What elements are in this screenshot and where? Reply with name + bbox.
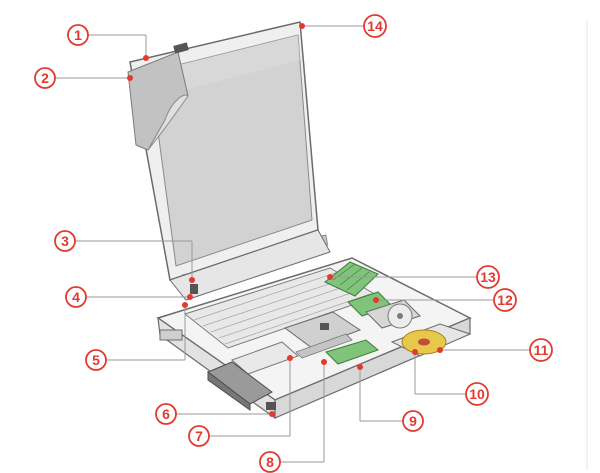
callout-2: 2 bbox=[34, 67, 56, 89]
battery bbox=[207, 361, 276, 411]
optical-drive bbox=[390, 323, 472, 357]
callout-13: 13 bbox=[476, 265, 500, 289]
module-stack bbox=[365, 299, 421, 329]
lid-latch bbox=[173, 42, 189, 54]
callout-3: 3 bbox=[54, 230, 76, 252]
film-curl bbox=[147, 94, 189, 151]
callout-8: 8 bbox=[259, 451, 281, 473]
callout-9-label: 9 bbox=[409, 413, 417, 429]
touchpad-center bbox=[320, 323, 329, 330]
callout-9: 9 bbox=[402, 410, 424, 432]
keyboard-rows bbox=[193, 271, 371, 345]
callout-8-label: 8 bbox=[266, 454, 274, 470]
anchor-dots bbox=[127, 23, 443, 417]
hinge-area bbox=[169, 229, 331, 301]
modem-card bbox=[325, 339, 379, 365]
callout-11: 11 bbox=[529, 338, 553, 362]
module-disc-hub bbox=[397, 313, 403, 319]
callout-2-label: 2 bbox=[41, 70, 49, 86]
callout-3-label: 3 bbox=[61, 233, 69, 249]
callout-13-label: 13 bbox=[480, 269, 496, 285]
callout-11-label: 11 bbox=[534, 342, 549, 358]
callout-5: 5 bbox=[85, 349, 107, 371]
laptop-lid bbox=[129, 21, 331, 301]
callout-10-label: 10 bbox=[469, 386, 485, 402]
callout-7: 7 bbox=[188, 425, 210, 447]
status-lights bbox=[190, 284, 198, 294]
callout-10: 10 bbox=[465, 382, 489, 406]
callout-4: 4 bbox=[65, 286, 87, 308]
callout-4-label: 4 bbox=[72, 289, 80, 305]
leader-lines bbox=[55, 25, 530, 463]
callout-1: 1 bbox=[67, 24, 89, 46]
callout-7-label: 7 bbox=[195, 428, 203, 444]
screen-glare bbox=[150, 35, 300, 98]
callout-6-label: 6 bbox=[162, 406, 170, 422]
callout-12: 12 bbox=[493, 288, 517, 312]
touchpad-buttons bbox=[295, 333, 353, 359]
callout-14-label: 14 bbox=[367, 18, 383, 34]
callout-12-label: 12 bbox=[497, 292, 513, 308]
callout-14: 14 bbox=[363, 14, 387, 38]
screen-film bbox=[127, 42, 189, 151]
battery-front bbox=[207, 370, 251, 411]
side-port bbox=[159, 329, 183, 341]
callout-6: 6 bbox=[155, 403, 177, 425]
callout-5-label: 5 bbox=[92, 352, 100, 368]
palmrest-panel bbox=[231, 341, 299, 375]
callout-1-label: 1 bbox=[74, 27, 82, 43]
memory-board bbox=[324, 261, 379, 297]
cd-hub bbox=[418, 338, 430, 346]
foot bbox=[266, 402, 276, 410]
